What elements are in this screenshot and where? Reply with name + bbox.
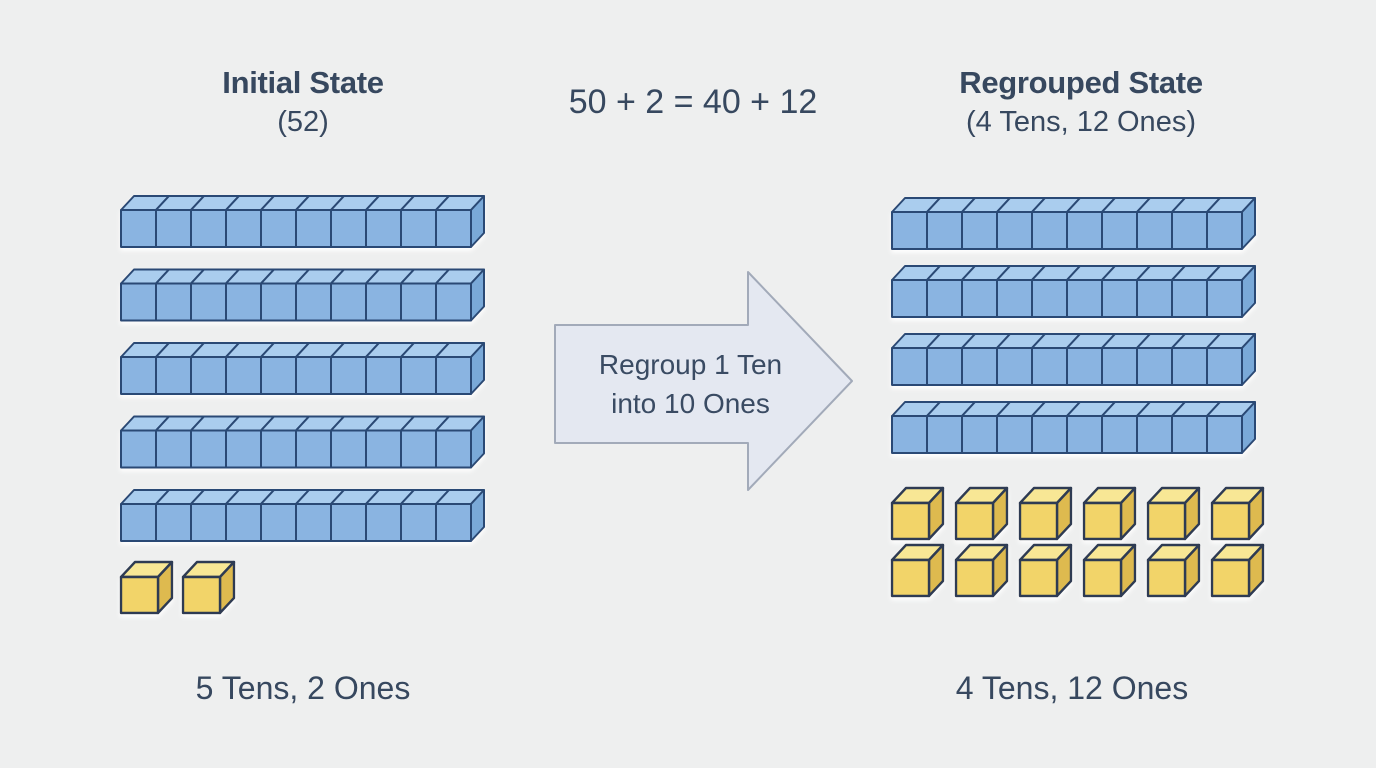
ten-rod [891, 401, 1256, 454]
one-cube [890, 543, 945, 598]
equation-text: 50 + 2 = 40 + 12 [568, 83, 818, 121]
regrouped-state-title-block: Regrouped State (4 Tens, 12 Ones) [881, 63, 1281, 141]
ten-rod [891, 197, 1256, 250]
initial-state-caption: 5 Tens, 2 Ones [195, 670, 411, 706]
one-cube [1210, 543, 1265, 598]
ten-rod [120, 489, 485, 542]
ten-rod [120, 342, 485, 395]
one-cube [1018, 543, 1073, 598]
ten-rod [120, 195, 485, 248]
one-cube [1082, 486, 1137, 541]
ten-rod [891, 265, 1256, 318]
one-cube [954, 543, 1009, 598]
initial-state-subtitle: (52) [277, 106, 329, 138]
one-cube [1082, 543, 1137, 598]
one-cube [119, 560, 174, 615]
ten-rod [120, 268, 485, 322]
one-cube [890, 486, 945, 541]
ten-rod [120, 415, 485, 469]
regroup-arrow-label-line2: into 10 Ones [611, 388, 770, 419]
regroup-arrow-label: Regroup 1 Ten into 10 Ones [548, 345, 833, 423]
regrouped-state-subtitle: (4 Tens, 12 Ones) [966, 106, 1196, 138]
initial-state-title: Initial State [222, 65, 384, 100]
initial-blocks-group [119, 195, 485, 615]
one-cube [1210, 486, 1265, 541]
regrouped-state-caption: 4 Tens, 12 Ones [955, 670, 1189, 706]
one-cube [1018, 486, 1073, 541]
ten-rod [891, 333, 1256, 386]
regroup-arrow [554, 271, 853, 491]
initial-state-title-block: Initial State (52) [103, 63, 503, 141]
one-cube [1146, 543, 1201, 598]
regrouped-state-title: Regrouped State [959, 65, 1203, 100]
one-cube [1146, 486, 1201, 541]
one-cube [181, 560, 236, 615]
one-cube [954, 486, 1009, 541]
regroup-arrow-label-line1: Regroup 1 Ten [598, 349, 783, 380]
regrouped-blocks-group [890, 197, 1265, 598]
